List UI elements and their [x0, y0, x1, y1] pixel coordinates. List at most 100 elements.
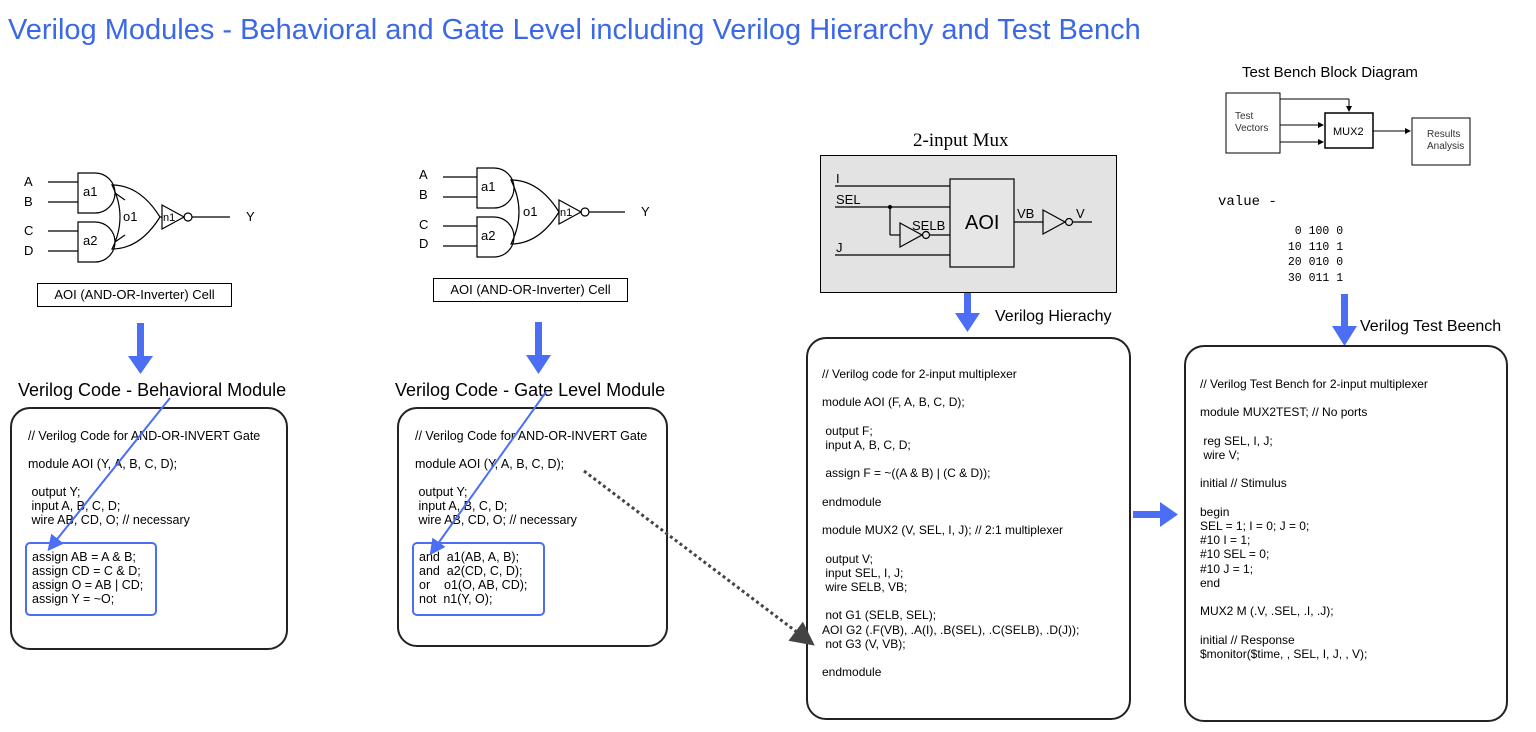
behavioral-assign-code: assign AB = A & B;assign CD = C & D;assi… — [32, 550, 143, 606]
code-line: // Verilog code for 2-input multiplexer — [822, 367, 1017, 381]
code-line — [1200, 491, 1428, 505]
code-line: not G3 (V, VB); — [822, 636, 906, 651]
code-line: input A, B, C, D; — [822, 438, 911, 453]
label-a: A — [24, 174, 33, 189]
testbench-block-diagram: Test Vectors MUX2 Results Analysis — [1225, 92, 1471, 166]
testbench-heading: Verilog Test Beench — [1360, 318, 1502, 335]
code-line: AOI G2 (.F(VB), .A(I), .B(SEL), .C(SELB)… — [822, 622, 1080, 637]
code-line: module AOI (Y, A, B, C, D); — [28, 457, 178, 471]
code-line: not G1 (SELB, SEL); — [822, 608, 937, 623]
code-line — [822, 481, 1079, 495]
down-arrow-hierarchy — [955, 292, 980, 332]
code-line — [1200, 590, 1428, 604]
code-line: or o1(O, AB, CD); — [419, 578, 528, 592]
code-line: output Y; — [28, 485, 81, 499]
code-line: initial // Response — [1200, 632, 1295, 647]
code-line: assign CD = C & D; — [32, 564, 141, 578]
code-line: input SEL, I, J; — [822, 565, 904, 580]
code-line — [415, 443, 647, 457]
code-line — [822, 410, 1079, 424]
down-arrow-testbench — [1332, 294, 1357, 346]
label-y: Y — [246, 209, 255, 224]
code-line: module AOI (Y, A, B, C, D); — [415, 457, 565, 471]
mux-label-v: V — [1076, 206, 1085, 221]
code-line: $monitor($time, , SEL, I, J, , V); — [1200, 646, 1368, 661]
behavioral-assign-box: assign AB = A & B;assign CD = C & D;assi… — [25, 542, 157, 616]
code-line: output V; — [822, 551, 873, 566]
code-line: wire AB, CD, O; // necessary — [415, 513, 577, 527]
aoi-caption-1: AOI (AND-OR-Inverter) Cell — [37, 283, 232, 307]
code-line: assign AB = A & B; — [32, 550, 136, 564]
tb-mux-label: MUX2 — [1333, 126, 1364, 138]
label-a: A — [419, 167, 428, 182]
tb-vectors-line2: Vectors — [1235, 123, 1268, 134]
value-row: 0 100 0 — [1281, 225, 1344, 238]
aoi-gate-diagram-2: A B C D a1 a2 o1 n1 Y — [419, 167, 650, 258]
behavioral-code: // Verilog Code for AND-OR-INVERT Gate m… — [28, 429, 260, 527]
label-d: D — [24, 243, 33, 258]
label-o1: o1 — [523, 204, 537, 219]
mux-label-vb: VB — [1017, 206, 1034, 221]
code-line: wire AB, CD, O; // necessary — [28, 513, 190, 527]
down-arrow-behavioral — [128, 323, 153, 374]
label-a1: a1 — [481, 179, 495, 194]
code-line: wire V; — [1200, 448, 1240, 463]
code-line: end — [1200, 575, 1221, 590]
code-line: begin — [1200, 504, 1230, 519]
label-n1: n1 — [560, 207, 572, 219]
right-arrow-to-testbench — [1133, 502, 1178, 527]
label-y: Y — [641, 204, 650, 219]
value-table: 0 100 0 10 110 1 20 010 0 30 011 1 — [1281, 224, 1343, 286]
gate-level-heading: Verilog Code - Gate Level Module — [395, 380, 666, 400]
code-line: output F; — [822, 423, 873, 438]
gate-level-primitive-code: and a1(AB, A, B);and a2(CD, C, D);or o1(… — [419, 550, 527, 606]
code-line: assign F = ~((A & B) | (C & D)); — [822, 466, 991, 481]
gate-level-code-panel: // Verilog Code for AND-OR-INVERT Gate m… — [397, 407, 668, 647]
mux-label-j: J — [836, 240, 843, 255]
label-d: D — [419, 236, 428, 251]
code-line — [28, 471, 260, 485]
code-line — [822, 509, 1079, 523]
label-c: C — [419, 217, 428, 232]
hierarchy-code-panel: // Verilog code for 2-input multiplexer … — [806, 337, 1131, 720]
hierarchy-code: // Verilog code for 2-input multiplexer … — [822, 367, 1079, 679]
label-c: C — [24, 223, 33, 238]
mux-label-aoi: AOI — [965, 212, 999, 234]
code-line — [1200, 420, 1428, 434]
label-a2: a2 — [83, 233, 97, 248]
code-line: #10 I = 1; — [1200, 533, 1251, 548]
code-line: output Y; — [415, 485, 468, 499]
code-line — [822, 651, 1079, 665]
tb-vectors-line1: Test — [1235, 111, 1254, 122]
value-row: 20 010 0 — [1281, 256, 1344, 269]
code-line: SEL = 1; I = 0; J = 0; — [1200, 519, 1310, 534]
tb-results-line2: Analysis — [1427, 141, 1464, 152]
code-line — [1200, 391, 1428, 405]
code-line: input A, B, C, D; — [415, 499, 508, 513]
value-row: 30 011 1 — [1281, 271, 1344, 285]
code-line: reg SEL, I, J; — [1200, 433, 1273, 448]
code-line — [415, 471, 647, 485]
code-line: module AOI (F, A, B, C, D); — [822, 395, 965, 410]
value-row: 10 110 1 — [1281, 240, 1344, 254]
behavioral-heading: Verilog Code - Behavioral Module — [18, 380, 287, 400]
code-line: and a1(AB, A, B); — [419, 550, 520, 564]
mux-schematic: I SEL J SELB AOI VB V — [820, 155, 1117, 293]
testbench-code: // Verilog Test Bench for 2-input multip… — [1200, 377, 1428, 661]
label-b: B — [24, 194, 33, 209]
gate-level-primitive-box: and a1(AB, A, B);and a2(CD, C, D);or o1(… — [412, 542, 545, 616]
code-line: #10 J = 1; — [1200, 561, 1254, 576]
code-line: module MUX2 (V, SEL, I, J); // 2:1 multi… — [822, 523, 1063, 538]
code-line — [28, 443, 260, 457]
code-line — [822, 452, 1079, 466]
aoi-gate-diagram-1: A B C D a1 a2 o1 n1 Y — [24, 172, 255, 263]
code-line: endmodule — [822, 494, 882, 509]
code-line — [1200, 462, 1428, 476]
code-line: endmodule — [822, 665, 882, 680]
code-line — [822, 594, 1079, 608]
code-line: MUX2 M (.V, .SEL, .I, .J); — [1200, 604, 1334, 619]
label-a2: a2 — [481, 228, 495, 243]
code-line — [822, 537, 1079, 551]
mux-title: 2-input Mux — [913, 130, 1009, 151]
